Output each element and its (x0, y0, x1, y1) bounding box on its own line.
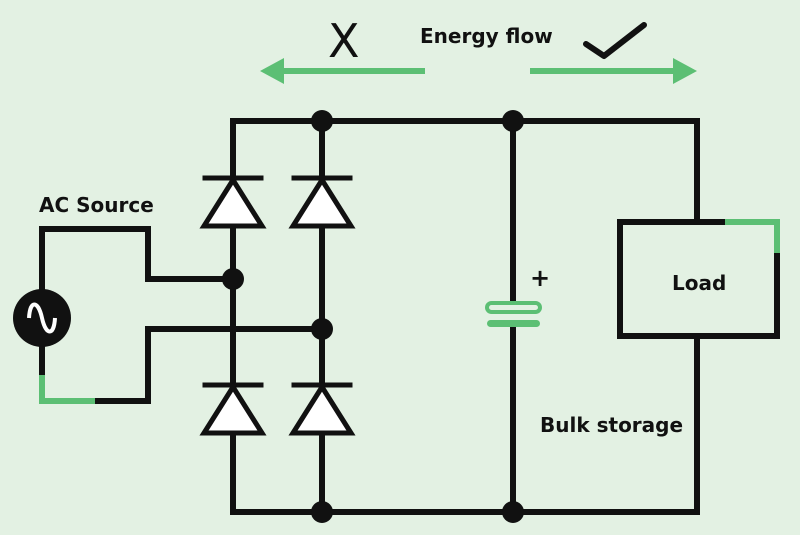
ac-source-wire-highlight (39, 375, 95, 404)
capacitor-polarity-label: + (530, 264, 551, 292)
diode-bottom-left (199, 382, 267, 436)
bulk-storage-label: Bulk storage (540, 413, 684, 437)
energy-flow-label: Energy flow (420, 24, 553, 48)
capacitor-plate-negative (487, 320, 540, 327)
load-label: Load (672, 271, 727, 295)
junction-node-bottom-capacitor (502, 501, 524, 523)
load-box (617, 219, 780, 339)
top-rail-wire (230, 118, 700, 225)
reverse-flow-x-mark: X (328, 14, 360, 68)
energy-flow-arrow-right (530, 58, 697, 84)
sine-wave-icon (13, 289, 71, 347)
bottom-rail-wire (230, 333, 700, 515)
junction-node-bottom-right-leg (311, 501, 333, 523)
junction-node-top-right-leg (311, 110, 333, 132)
ac-source-label: AC Source (39, 193, 154, 217)
ac-source-bottom-wire (39, 326, 325, 404)
ac-source-top-wire (39, 226, 236, 293)
energy-flow-arrow-left (260, 58, 425, 84)
capacitor-plate-positive (485, 301, 542, 314)
check-mark-icon (583, 22, 647, 59)
junction-node-ac-right (311, 318, 333, 340)
diode-top-left (199, 175, 267, 229)
diode-top-right (288, 175, 356, 229)
junction-node-ac-left (222, 268, 244, 290)
junction-node-top-capacitor (502, 110, 524, 132)
diode-bottom-right (288, 382, 356, 436)
